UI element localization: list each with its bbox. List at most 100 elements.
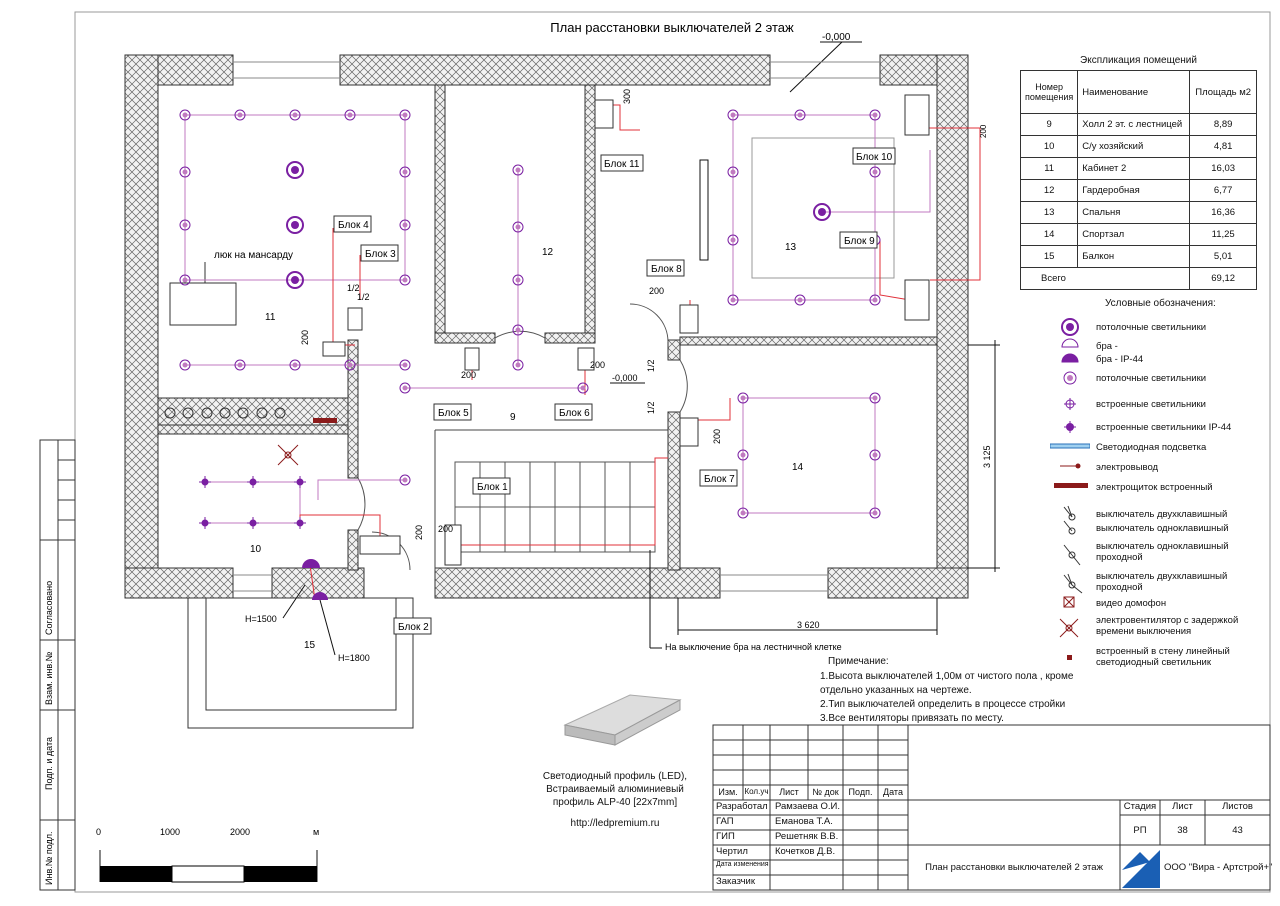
svg-text:Блок 11: Блок 11 <box>604 159 640 170</box>
sheet-header: Лист <box>1172 801 1193 812</box>
ceiling-light-icon <box>399 359 411 371</box>
svg-text:200: 200 <box>712 429 722 444</box>
svg-text:1/2: 1/2 <box>347 283 360 293</box>
svg-text:200: 200 <box>590 360 605 370</box>
svg-text:14: 14 <box>792 462 804 473</box>
svg-text:H=1500: H=1500 <box>245 614 277 624</box>
ceiling-light-icon <box>727 294 739 306</box>
profile-link[interactable]: http://ledpremium.ru <box>570 818 660 829</box>
svg-text:м: м <box>313 827 319 837</box>
ceiling-light-icon <box>289 359 301 371</box>
svg-text:H=1800: H=1800 <box>338 653 370 663</box>
title-block-headers: Изм. Кол.уч Лист № док Подп. Дата <box>713 787 908 800</box>
svg-text:3 620: 3 620 <box>797 620 820 630</box>
role-label: ГАП <box>716 816 734 827</box>
svg-text:3 125: 3 125 <box>982 445 992 468</box>
profile-caption: Светодиодный профиль (LED), Встраиваемый… <box>540 770 690 830</box>
ceiling-light-icon <box>727 234 739 246</box>
legend-item: электровентилятор с задержкой времени вы… <box>1050 614 1266 638</box>
switch-double-icon <box>1050 505 1090 523</box>
svg-text:12: 12 <box>542 247 554 258</box>
explication-cell-area: 5,01 <box>1189 245 1257 268</box>
sconce-ip44-icon <box>312 592 328 600</box>
note-line: 3.Все вентиляторы привязать по месту. <box>820 713 1004 724</box>
side-stamp-labels: Инв.№ подл. Подп. и дата Взам. инв.№ Сог… <box>44 581 54 885</box>
legend-item: электровывод <box>1050 460 1266 474</box>
ceiling-light-icon <box>179 219 191 231</box>
ceiling-light-large-icon <box>286 216 304 234</box>
role-label: Дата изменения <box>716 861 769 868</box>
explication-cell-area: 4,81 <box>1189 135 1257 158</box>
ceiling-light-icon <box>179 109 191 121</box>
lights <box>179 109 881 600</box>
inner-walls <box>157 84 938 571</box>
svg-text:200: 200 <box>438 524 453 534</box>
svg-text:9: 9 <box>510 412 516 423</box>
legend-item: Светодиодная подсветка <box>1049 440 1266 454</box>
profile-line: Встраиваемый алюминиевый <box>546 784 684 795</box>
scale-bar: 0 1000 2000 м <box>96 827 319 883</box>
profile-line: профиль ALP-40 [22x7mm] <box>552 797 678 808</box>
svg-text:200: 200 <box>414 525 424 540</box>
block-labels: Блок 1 Блок 2 Блок 3 Блок 4 Блок 5 Блок … <box>333 147 896 635</box>
legend-item: электрощиток встроенный <box>1050 480 1266 494</box>
explication-cell-num: 13 <box>1019 201 1079 224</box>
explication-cell-name: Кабинет 2 <box>1077 157 1191 180</box>
stage-value: РП <box>1133 825 1147 836</box>
ceiling-light-large-icon <box>813 203 831 221</box>
role-label: ГИП <box>716 831 735 842</box>
ceiling-light-icon <box>234 359 246 371</box>
attic-hatch-label: люк на мансарду <box>214 250 293 261</box>
recessed-light-ip44-icon <box>1050 418 1090 436</box>
legend-item: выключатель одноклавишный <box>1050 520 1266 536</box>
svg-text:Блок 2: Блок 2 <box>398 622 429 633</box>
ceiling-light-icon <box>399 382 411 394</box>
role-name: Рамзаева О.И. <box>775 801 841 812</box>
explication-cell-num: 11 <box>1019 157 1079 180</box>
explication-cell-name: Спальня <box>1077 201 1191 224</box>
ceiling-light-icon <box>234 109 246 121</box>
legend-label: встроенные светильники IP-44 <box>1096 421 1232 433</box>
legend-label: электрощиток встроенный <box>1096 481 1213 493</box>
legend-label: потолочные светильники <box>1096 321 1207 333</box>
explication-cell-area: 11,25 <box>1189 223 1257 246</box>
note-line: 2.Тип выключателей определить в процессе… <box>820 699 1066 710</box>
profile-line: Светодиодный профиль (LED), <box>542 771 688 782</box>
svg-text:-0,000: -0,000 <box>612 373 638 383</box>
svg-text:Блок 1: Блок 1 <box>477 482 508 493</box>
col-date: Дата <box>883 787 903 797</box>
svg-text:0: 0 <box>96 827 101 837</box>
recessed-light-icon <box>1050 395 1090 413</box>
role-name: Решетняк В.В. <box>775 831 839 842</box>
svg-text:300: 300 <box>622 89 632 104</box>
legend-label: бра - <box>1096 340 1118 352</box>
role-label: Заказчик <box>716 876 756 887</box>
svg-text:1/2: 1/2 <box>646 359 656 372</box>
col-list: Лист <box>779 787 799 797</box>
legend-label: Светодиодная подсветка <box>1096 441 1207 453</box>
explication-cell-num: 14 <box>1019 223 1079 246</box>
ceiling-light-icon <box>794 109 806 121</box>
explication-cell-area: 8,89 <box>1189 113 1257 136</box>
level-mark: -0,000 <box>822 32 851 43</box>
role-label: Разработал <box>716 801 768 812</box>
plan-dimensions: H=1500 H=1800 На выключение бра на лестн… <box>245 89 1000 663</box>
explication-cell-name: Балкон <box>1077 245 1191 268</box>
explication-cell-area: 16,03 <box>1189 157 1257 180</box>
sheets-value: 43 <box>1232 825 1243 836</box>
role-label: Чертил <box>716 846 748 857</box>
explication-cell-name: С/у хозяйский <box>1077 135 1191 158</box>
svg-text:200: 200 <box>300 330 310 345</box>
svg-text:Блок 5: Блок 5 <box>438 408 469 419</box>
legend-label: встроенные светильники <box>1096 398 1206 410</box>
note-line: отдельно указанных на чертеже. <box>820 685 972 696</box>
ceiling-light-icon <box>399 109 411 121</box>
legend-label: потолочные светильники <box>1096 372 1207 384</box>
ceiling-light-icon <box>869 507 881 519</box>
switch-single-icon <box>1050 519 1090 537</box>
ceiling-light-icon <box>794 294 806 306</box>
sconce-ip44-icon <box>302 559 320 568</box>
svg-text:200: 200 <box>979 124 988 138</box>
legend-label: выключатель одноклавишный проходной <box>1096 541 1229 563</box>
